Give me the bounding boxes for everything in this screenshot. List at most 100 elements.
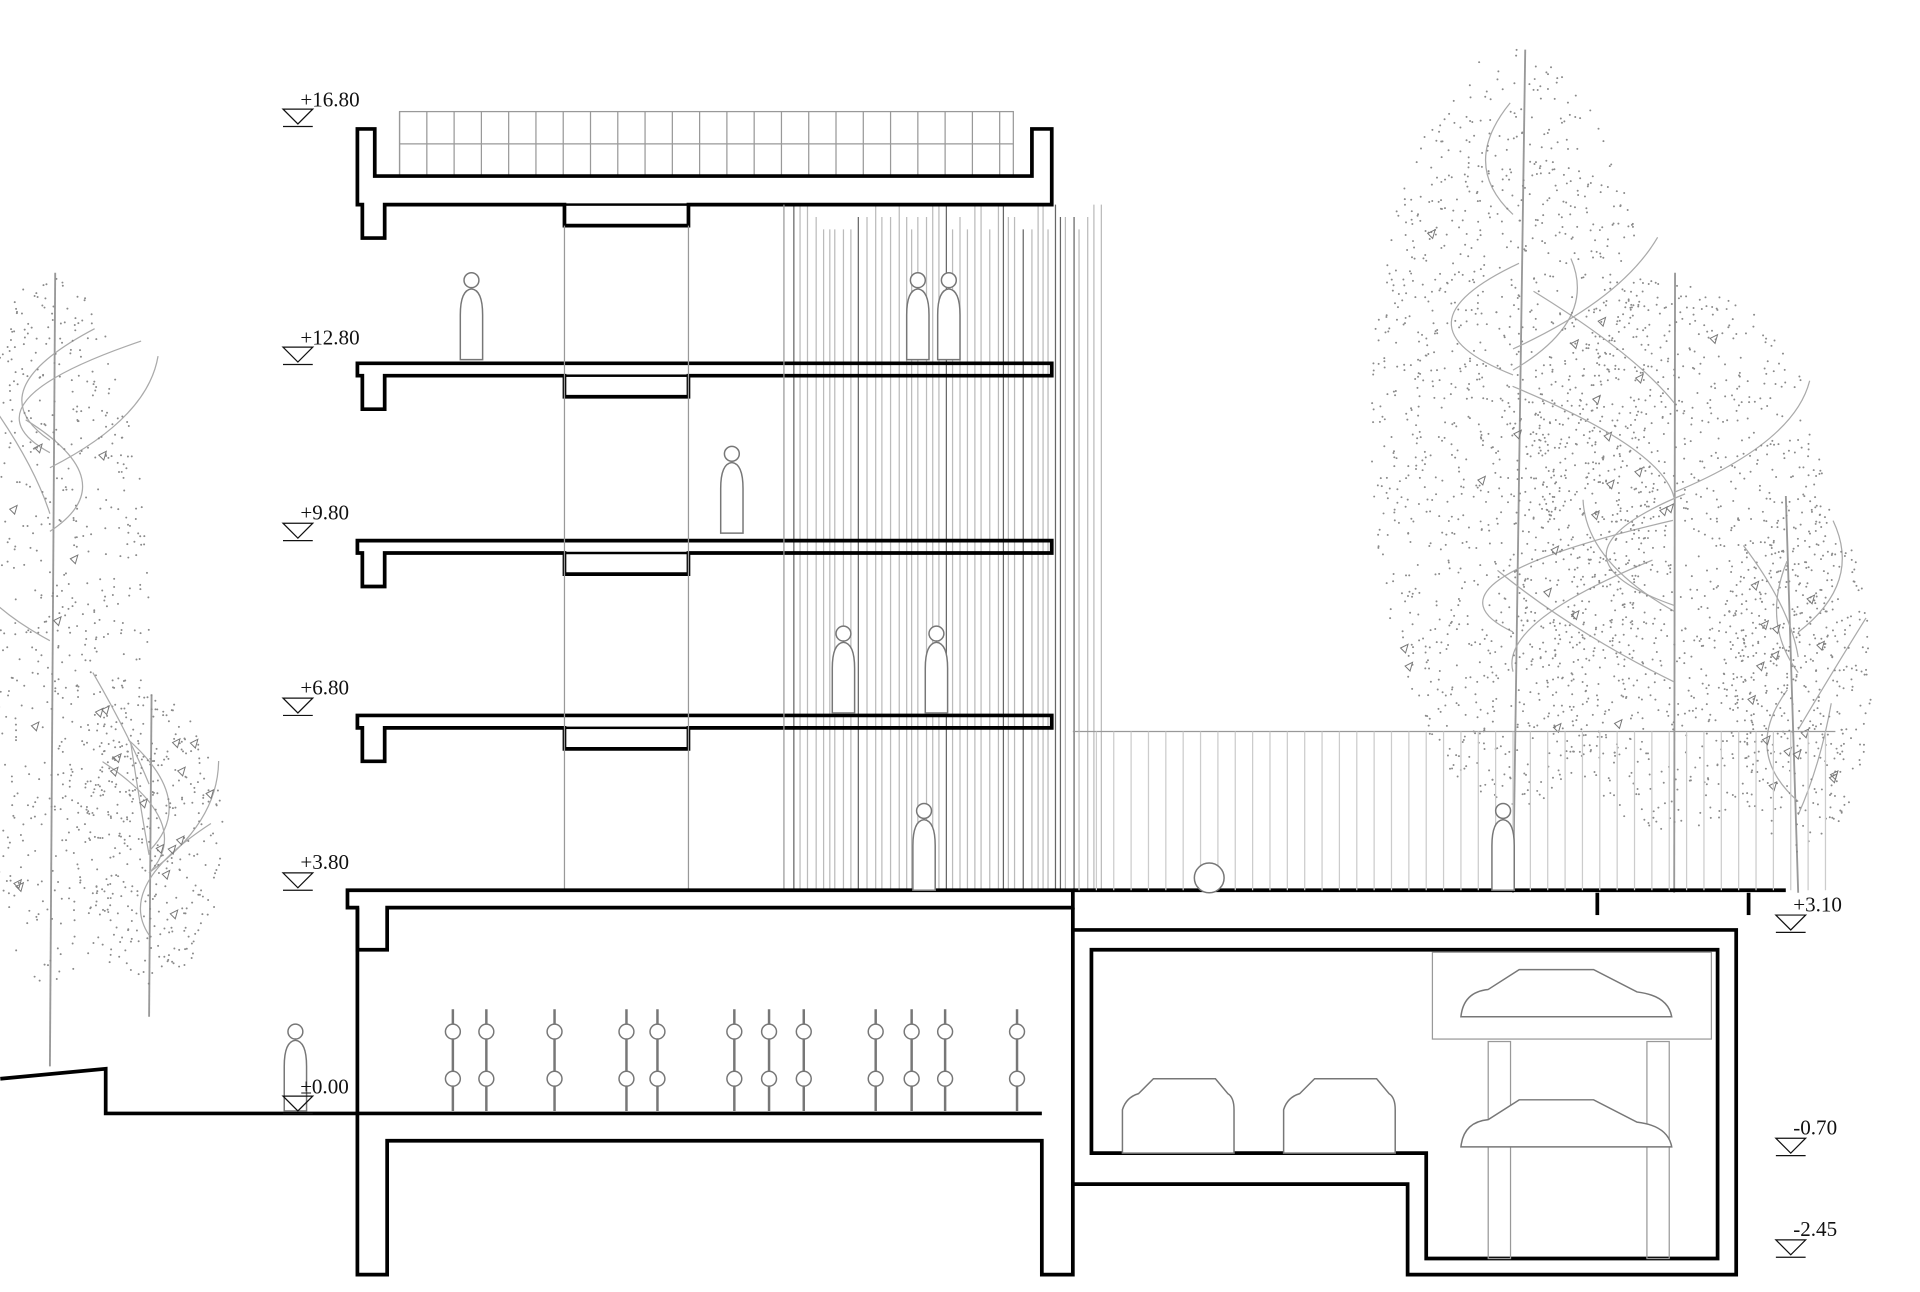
leaf-dot	[1540, 781, 1543, 784]
leaf-dot	[1402, 636, 1405, 639]
leaf-dot	[1486, 712, 1489, 715]
leaf-dot	[1586, 684, 1589, 687]
leaf-dot	[1445, 724, 1448, 727]
leaf-dot	[41, 726, 44, 729]
leaf-dot	[1415, 424, 1418, 427]
leaf-dot	[1517, 689, 1520, 692]
leaf-dot	[171, 930, 174, 933]
leaf-dot	[1858, 759, 1861, 762]
leaf-dot	[1467, 166, 1470, 169]
leaf-dot	[1758, 484, 1761, 487]
leaf-dot	[107, 392, 110, 395]
leaf-dot	[1572, 351, 1575, 354]
leaf-dot	[89, 671, 92, 674]
leaf-dot	[12, 814, 15, 817]
leaf-dot	[1379, 477, 1382, 480]
leaf-dot	[1749, 731, 1752, 734]
leaf-dot	[1593, 426, 1596, 429]
leaf-dot	[149, 763, 152, 766]
leaf-dot	[26, 879, 29, 882]
leaf-dot	[1516, 459, 1519, 462]
tree-branch	[1742, 545, 1799, 658]
leaf-dot	[96, 807, 99, 810]
leaf-dot	[1668, 703, 1671, 706]
leaf-dot	[119, 555, 122, 558]
leaf-dot	[1643, 516, 1646, 519]
leaf-dot	[6, 646, 9, 649]
leaf-dot	[1800, 611, 1803, 614]
leaf-dot	[1619, 455, 1622, 458]
leaf-dot	[1595, 626, 1598, 629]
leaf-dot	[1414, 587, 1417, 590]
leaf-dot	[1559, 754, 1562, 757]
leaf-dot	[1474, 732, 1477, 735]
person-head	[835, 625, 852, 642]
leaf-dot	[89, 659, 92, 662]
leaf-dot	[1553, 649, 1556, 652]
leaf-dot	[1389, 617, 1392, 620]
leaf-dot	[1783, 528, 1786, 531]
leaf-dot	[1836, 680, 1839, 683]
leaf-dot	[1798, 466, 1801, 469]
leaf-dot	[1550, 147, 1553, 150]
leaf-dot	[1566, 757, 1569, 760]
leaf-dot	[71, 605, 74, 608]
leaf-dot	[1758, 614, 1761, 617]
leaf-dot	[1646, 335, 1649, 338]
leaf-dot	[1645, 752, 1648, 755]
leaf-dot	[59, 953, 62, 956]
leaf-dot	[1406, 498, 1409, 501]
leaf-dot	[23, 412, 26, 415]
leaf-dot	[1610, 520, 1613, 523]
leaf-dot	[94, 456, 97, 459]
leaf-dot	[1693, 476, 1696, 479]
leaf-dot	[1799, 379, 1802, 382]
leaf-dot	[5, 880, 8, 883]
leaf-dot	[1476, 307, 1479, 310]
leaf-dot	[149, 757, 152, 760]
leaf-dot	[1538, 647, 1541, 650]
leaf-dot	[8, 384, 11, 387]
leaf-dot	[1777, 519, 1780, 522]
leaf-dot	[1457, 518, 1460, 521]
leaf-dot	[1488, 769, 1491, 772]
leaf-dot	[1497, 677, 1500, 680]
leaf-dot	[71, 339, 74, 342]
leaf-dot	[1578, 631, 1581, 634]
leaf-dot	[1850, 667, 1853, 670]
leaf-dot	[1476, 378, 1479, 381]
leaf-dot	[1603, 518, 1606, 521]
leaf-dot	[1552, 621, 1555, 624]
leaf-dot	[1748, 805, 1751, 808]
leaf-dot	[1715, 567, 1718, 570]
leaf-dot	[194, 884, 197, 887]
leaf-dot	[1386, 264, 1389, 267]
leaf-dot	[105, 425, 108, 428]
leaf-dot	[1599, 481, 1602, 484]
leaf-dot	[1393, 511, 1396, 514]
leaf-dot	[1825, 521, 1828, 524]
tree-trunk	[1512, 49, 1527, 893]
leaf-dot	[14, 633, 17, 636]
leaf-dot	[163, 955, 166, 958]
leaf-dot	[1654, 529, 1657, 532]
leaf-dot	[1747, 507, 1750, 510]
leaf-dot	[1791, 665, 1794, 668]
leaf-dot	[1735, 409, 1738, 412]
leaf-dot	[1592, 468, 1595, 471]
leaf-dot	[1761, 809, 1764, 812]
leaf-dot	[50, 707, 53, 710]
leaf-dot	[1633, 234, 1636, 237]
leaf-dot	[1746, 792, 1749, 795]
leaf-dot	[1465, 540, 1468, 543]
leaf-dot	[1689, 588, 1692, 591]
leaf-dot	[1581, 634, 1584, 637]
leaf-dot	[1747, 568, 1750, 571]
leaf-dot	[50, 774, 53, 777]
leaf-dot	[1477, 423, 1480, 426]
leaf-dot	[1480, 528, 1483, 531]
leaf-dot	[126, 771, 129, 774]
leaf-dot	[1551, 161, 1554, 164]
leaf-dot	[1698, 640, 1701, 643]
leaf-dot	[1798, 737, 1801, 740]
